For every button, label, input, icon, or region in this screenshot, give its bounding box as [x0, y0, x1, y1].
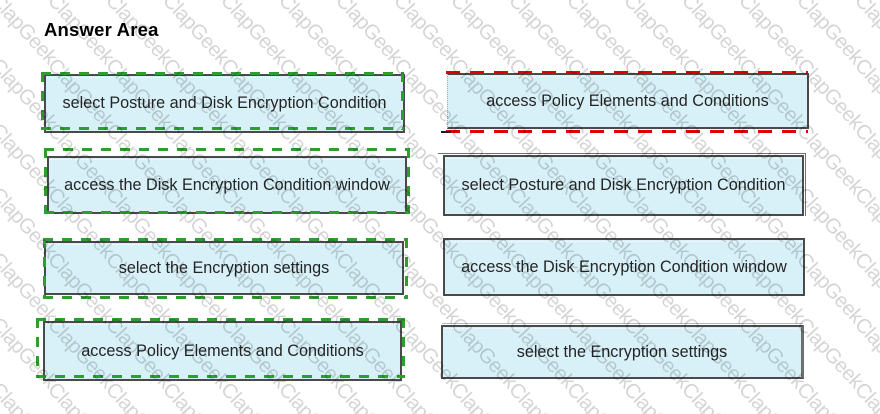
watermark-text: ClapGeek — [676, 378, 753, 414]
watermark-text: ClapGeek — [273, 378, 350, 414]
source-item-4[interactable]: access Policy Elements and Conditions — [43, 321, 402, 381]
watermark-text: ClapGeek — [330, 0, 407, 4]
watermark-text: ClapGeek — [446, 0, 522, 69]
watermark-text: ClapGeek — [503, 378, 580, 414]
source-item-1[interactable]: select Posture and Disk Encryption Condi… — [44, 74, 405, 133]
watermark-text: ClapGeek — [100, 0, 177, 4]
watermark-text: ClapGeek — [734, 0, 810, 69]
watermark-text: ClapGeek — [273, 0, 350, 4]
watermark-text: ClapGeek — [791, 378, 868, 414]
watermark-text: ClapGeek — [0, 378, 4, 414]
watermark-text: ClapGeek — [676, 0, 753, 4]
watermark-text: ClapGeek — [0, 53, 4, 134]
watermark-text: ClapGeek — [619, 0, 695, 69]
watermark-text: ClapGeek — [0, 248, 4, 328]
watermark-text: ClapGeek — [734, 378, 810, 414]
watermark-text: ClapGeek — [0, 313, 4, 393]
watermark-text: ClapGeek — [561, 0, 638, 69]
watermark-text: ClapGeek — [158, 0, 234, 69]
watermark-text: ClapGeek — [561, 378, 638, 414]
watermark-text: ClapGeek — [503, 0, 580, 4]
watermark-text: ClapGeek — [42, 0, 119, 4]
source-item-4-label: access Policy Elements and Conditions — [81, 341, 364, 360]
watermark-text: ClapGeek — [330, 378, 407, 414]
watermark-text: ClapGeek — [0, 0, 61, 4]
watermark-text: ClapGeek — [388, 0, 465, 69]
watermark-text: ClapGeek — [849, 0, 880, 4]
watermark-text: ClapGeek — [158, 378, 234, 414]
watermark-text: ClapGeek — [791, 0, 868, 69]
target-item-4[interactable]: select the Encryption settings — [441, 325, 804, 379]
watermark-text: ClapGeek — [0, 378, 61, 414]
target-item-2[interactable]: select Posture and Disk Encryption Condi… — [438, 153, 806, 216]
target-item-4-label: select the Encryption settings — [516, 342, 728, 361]
target-item-3[interactable]: access the Disk Encryption Condition win… — [443, 238, 805, 296]
watermark-text: ClapGeek — [849, 53, 880, 134]
watermark-text: ClapGeek — [42, 378, 119, 414]
watermark-text: ClapGeek — [446, 0, 522, 4]
source-item-1-label: select Posture and Disk Encryption Condi… — [62, 94, 387, 112]
target-item-2-label: select Posture and Disk Encryption Condi… — [461, 176, 786, 194]
watermark-text: ClapGeek — [215, 0, 292, 69]
watermark-text: ClapGeek — [849, 378, 880, 414]
watermark-text: ClapGeek — [215, 378, 292, 414]
watermark-text: ClapGeek — [849, 118, 880, 199]
target-item-4-top-highlight — [442, 323, 803, 324]
watermark-text: ClapGeek — [849, 248, 880, 328]
watermark-text: ClapGeek — [0, 0, 4, 4]
watermark-text: ClapGeek — [446, 378, 522, 414]
target-item-1[interactable]: access Policy Elements and Conditions — [447, 73, 809, 129]
source-item-2[interactable]: access the Disk Encryption Condition win… — [47, 156, 407, 214]
watermark-text: ClapGeek — [676, 0, 753, 69]
watermark-text: ClapGeek — [215, 0, 292, 4]
watermark-text: ClapGeek — [618, 0, 695, 4]
watermark-text: ClapGeek — [158, 0, 234, 4]
watermark-text: ClapGeek — [100, 378, 177, 414]
watermark-text: ClapGeek — [849, 313, 880, 393]
target-item-3-label: access the Disk Encryption Condition win… — [461, 257, 787, 276]
watermark-text: ClapGeek — [849, 0, 880, 69]
watermark-text: ClapGeek — [388, 378, 465, 414]
watermark-text: ClapGeek — [561, 0, 638, 4]
source-item-3-label: select the Encryption settings — [118, 258, 330, 277]
page-title: Answer Area — [44, 19, 159, 40]
watermark-text: ClapGeek — [849, 183, 880, 263]
watermark-text: ClapGeek — [503, 0, 580, 69]
watermark-text: ClapGeek — [273, 0, 350, 69]
watermark-text: ClapGeek — [618, 378, 695, 414]
watermark-text: ClapGeek — [734, 0, 810, 4]
target-item-1-label: access Policy Elements and Conditions — [486, 91, 769, 110]
watermark-text: ClapGeek — [791, 0, 868, 4]
watermark-text: ClapGeek — [0, 118, 4, 199]
source-item-3[interactable]: select the Encryption settings — [44, 241, 404, 295]
watermark-text: ClapGeek — [0, 0, 4, 69]
watermark-text: ClapGeek — [331, 0, 407, 69]
source-item-2-label: access the Disk Encryption Condition win… — [64, 175, 390, 194]
box-corner-artifact — [441, 130, 451, 133]
watermark-text: ClapGeek — [0, 183, 4, 263]
watermark-text: ClapGeek — [388, 0, 465, 4]
